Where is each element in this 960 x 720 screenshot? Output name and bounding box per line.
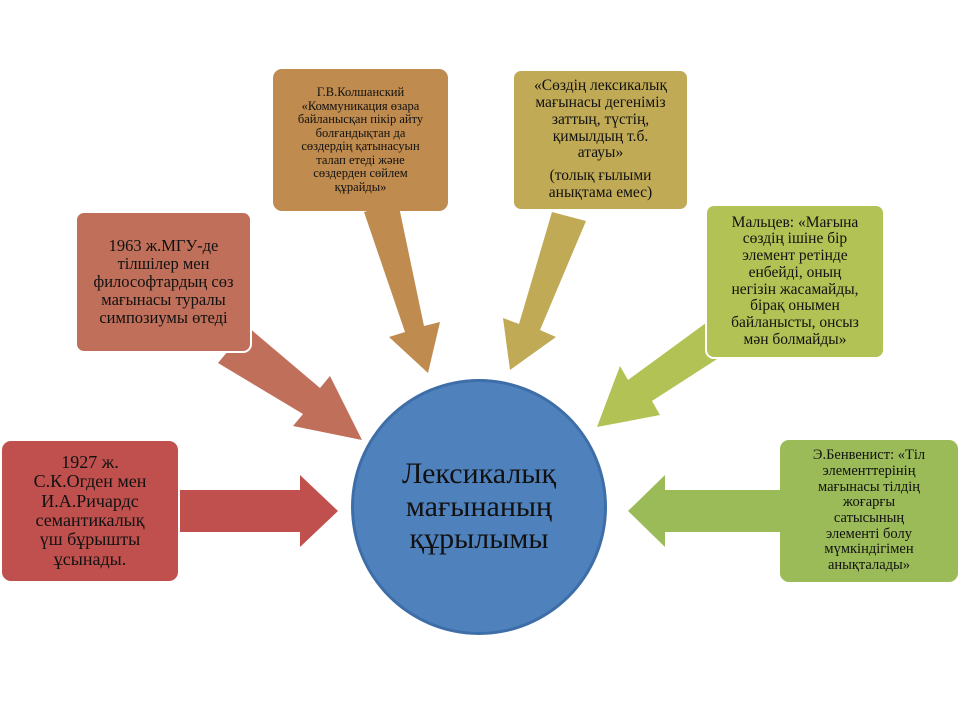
node-kolshansky-line: «Коммуникация өзара: [301, 98, 420, 113]
node-mgu-symposium-line: философтардың сөз: [93, 272, 234, 292]
node-ogden-richards-line: 1927 ж.: [61, 451, 119, 472]
node-maltsev-line: бірақ онымен: [750, 297, 840, 315]
node-maltsev: Мальцев: «Мағына сөздің ішіне бір элемен…: [705, 204, 885, 359]
arrow-from-tan: [364, 202, 440, 373]
node-mgu-symposium-line: симпозиумы өтеді: [99, 307, 228, 327]
node-ogden-richards-line: ұсынады.: [53, 548, 127, 569]
center-topic-circle: Лексикалық мағынаның құрылымы: [354, 382, 604, 632]
node-mgu-symposium-line: 1963 ж.МГУ-де: [108, 236, 219, 256]
node-definition-note: анықтама емес): [548, 183, 653, 201]
node-mgu-symposium-line: мағынасы туралы: [101, 289, 226, 309]
arrow-from-lime: [597, 320, 728, 427]
node-kolshansky-line: байланысқан пікір айту: [297, 112, 424, 126]
node-maltsev-line: негізін жасамайды,: [731, 280, 859, 298]
node-benveniste: Э.Бенвенист: «Тіл элементтерінің мағынас…: [780, 440, 958, 582]
arrow-from-olive: [503, 212, 586, 370]
node-ogden-richards-line: семантикалық: [35, 510, 145, 530]
node-definition-note: (толық ғылыми: [549, 167, 652, 185]
node-ogden-richards-line: С.К.Огден мен: [33, 471, 147, 492]
node-definition-line: «Сөздің лексикалық: [534, 77, 667, 95]
node-benveniste-line: сатысының: [833, 510, 905, 526]
node-maltsev-line: байланысты, онсыз: [731, 313, 859, 331]
arrow-from-red: [180, 475, 338, 547]
node-mgu-symposium-line: тілшілер мен: [117, 254, 210, 274]
node-ogden-richards-line: И.А.Ричардс: [41, 490, 139, 511]
node-mgu-symposium: 1963 ж.МГУ-де тілшілер мен философтардың…: [75, 211, 252, 353]
node-definition-line: мағынасы дегеніміз: [535, 94, 666, 112]
node-kolshansky-line: сөздерден сөйлем: [313, 166, 408, 180]
node-maltsev-line: сөздің ішіне бір: [742, 230, 848, 248]
node-ogden-richards: 1927 ж. С.К.Огден мен И.А.Ричардс семант…: [2, 441, 178, 581]
node-benveniste-line: элементі болу: [826, 525, 912, 542]
node-benveniste-line: мүмкіндігімен: [824, 541, 914, 558]
node-maltsev-line: элемент ретінде: [742, 247, 848, 265]
node-kolshansky: Г.В.Колшанский «Коммуникация өзара байла…: [273, 69, 448, 211]
node-kolshansky-line: сөздердің қатынасуын: [301, 139, 420, 153]
node-maltsev-line: мән болмайды»: [743, 330, 847, 348]
node-definition-line: заттың, түстің,: [551, 110, 650, 128]
node-definition-line: қимылдың т.б.: [552, 127, 649, 145]
center-topic-line: мағынаның: [405, 489, 553, 523]
node-benveniste-line: мағынасы тілдің: [818, 478, 920, 495]
node-benveniste-line: элементтерінің: [822, 463, 916, 480]
node-kolshansky-line: Г.В.Колшанский: [316, 85, 405, 99]
node-definition-line: атауы»: [577, 144, 624, 162]
node-ogden-richards-line: үш бұрышты: [39, 529, 141, 550]
arrow-from-orange: [218, 327, 362, 440]
arrow-from-green: [628, 475, 782, 547]
node-benveniste-line: Э.Бенвенист: «Тіл: [812, 447, 926, 464]
node-maltsev-line: енбейді, оның: [748, 263, 842, 281]
node-kolshansky-line: талап етеді және: [316, 152, 405, 167]
node-kolshansky-line: болғандықтан да: [315, 125, 406, 140]
node-benveniste-line: анықталады»: [827, 556, 911, 573]
node-lexical-meaning-definition: «Сөздің лексикалық мағынасы дегеніміз за…: [512, 69, 689, 211]
center-topic-text: Лексикалық мағынаның құрылымы: [401, 457, 557, 556]
node-maltsev-line: Мальцев: «Мағына: [731, 213, 859, 231]
node-benveniste-line: жоғарғы: [842, 494, 896, 511]
node-kolshansky-line: құрайды»: [334, 179, 387, 194]
center-topic-line: құрылымы: [409, 522, 549, 556]
center-topic-line: Лексикалық: [401, 457, 557, 491]
